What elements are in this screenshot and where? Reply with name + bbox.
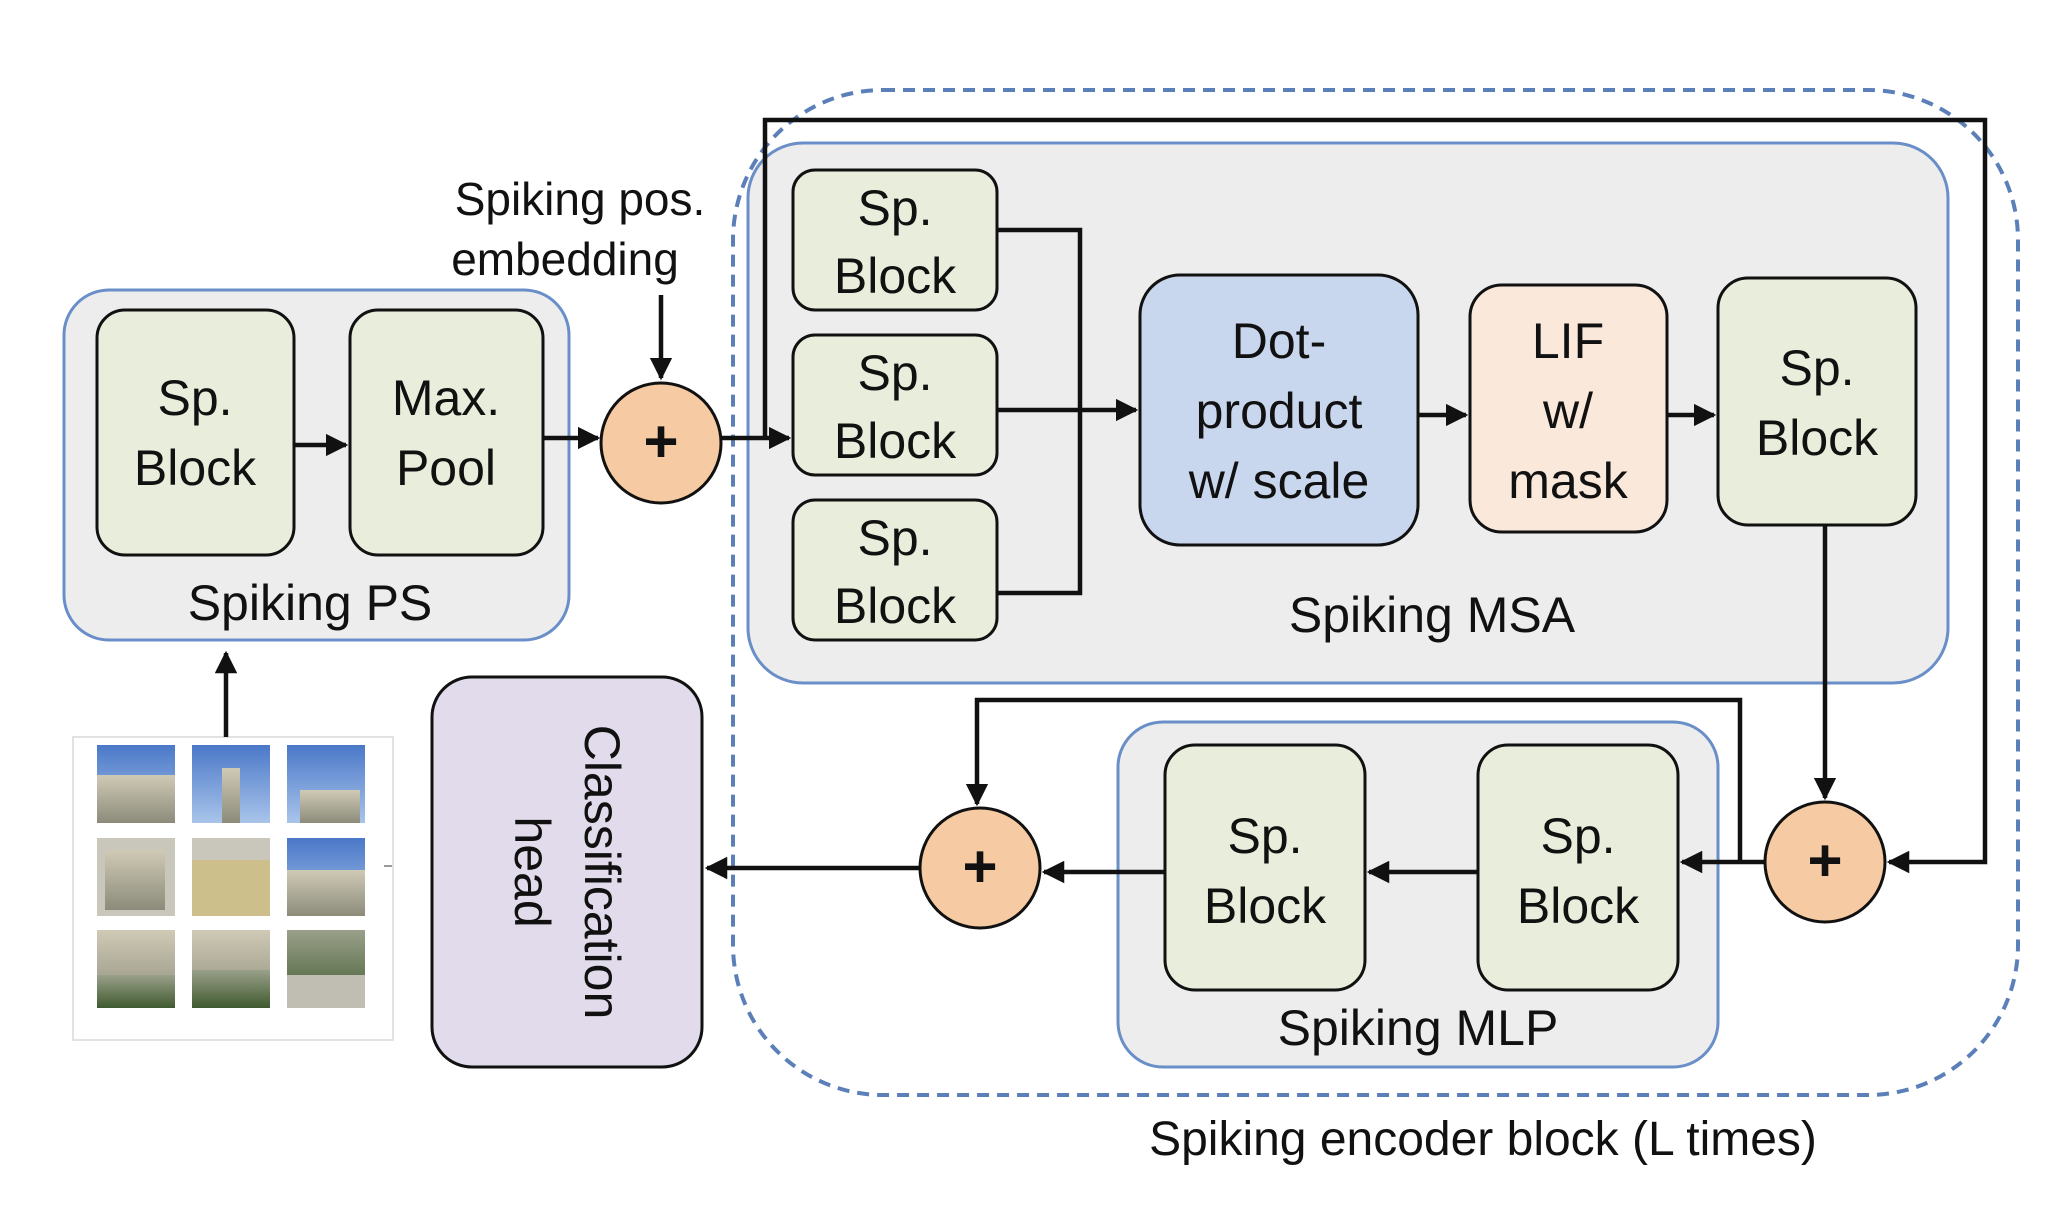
svg-text:+: + [1807, 827, 1842, 894]
svg-text:Sp.: Sp. [857, 180, 932, 236]
svg-text:Classification: Classification [574, 725, 630, 1020]
svg-text:Block: Block [1204, 878, 1327, 934]
spiking-mlp-label: Spiking MLP [1278, 1000, 1559, 1056]
encoder-block-label: Spiking encoder block (L times) [1149, 1113, 1817, 1166]
dot-product-block: Dot- product w/ scale [1138, 273, 1420, 547]
svg-text:Sp.: Sp. [1227, 808, 1302, 864]
input-image-patches [72, 736, 394, 1041]
plus-node-embedding: + [599, 381, 723, 505]
svg-text:+: + [643, 408, 678, 475]
max-pool-block: Max. Pool [348, 308, 545, 557]
mlp-right-sp-block: Sp. Block [1476, 743, 1680, 992]
pos-embedding-line2: embedding [451, 233, 679, 285]
svg-text:Pool: Pool [396, 440, 496, 496]
connectors [214, 117, 1988, 884]
svg-text:Block: Block [834, 578, 957, 634]
patch-7 [97, 930, 175, 1008]
patch-2 [192, 745, 270, 823]
svg-text:Max.: Max. [392, 370, 500, 426]
svg-text:w/: w/ [1542, 383, 1593, 439]
svg-text:Sp.: Sp. [157, 370, 232, 426]
svg-text:Block: Block [1517, 878, 1640, 934]
svg-text:w/ scale: w/ scale [1188, 453, 1370, 509]
patch-4 [97, 838, 175, 916]
patch-8 [192, 930, 270, 1008]
spiking-ps-label: Spiking PS [188, 575, 433, 631]
svg-text:Block: Block [834, 413, 957, 469]
svg-text:mask: mask [1508, 453, 1628, 509]
ps-sp-block: Sp. Block [95, 308, 296, 557]
svg-text:Block: Block [1756, 410, 1879, 466]
svg-text:Block: Block [834, 248, 957, 304]
plus-node-mlp-residual: + [918, 806, 1042, 930]
svg-text:Sp.: Sp. [1540, 808, 1615, 864]
svg-text:product: product [1196, 383, 1363, 439]
plus-node-msa-residual: + [1763, 800, 1887, 924]
pos-embedding-line1: Spiking pos. [455, 173, 706, 225]
patch-3 [287, 745, 365, 823]
patch-9 [287, 930, 365, 1008]
svg-text:Sp.: Sp. [1779, 340, 1854, 396]
lif-mask-block: LIF w/ mask [1468, 283, 1669, 534]
patch-6 [287, 838, 365, 916]
svg-text:Dot-: Dot- [1232, 313, 1326, 369]
msa-sp-block-2: Sp. Block [791, 333, 999, 477]
msa-out-sp-block: Sp. Block [1716, 276, 1918, 527]
msa-sp-block-1: Sp. Block [791, 168, 999, 312]
svg-text:LIF: LIF [1532, 313, 1604, 369]
svg-text:head: head [504, 816, 560, 927]
svg-text:Sp.: Sp. [857, 345, 932, 401]
classification-head-block: Classification head [430, 675, 704, 1069]
svg-text:Block: Block [134, 440, 257, 496]
spiking-msa-label: Spiking MSA [1289, 587, 1576, 643]
svg-text:Sp.: Sp. [857, 510, 932, 566]
svg-text:+: + [962, 833, 997, 900]
patch-5 [192, 838, 270, 916]
patch-1 [97, 745, 175, 823]
msa-sp-block-3: Sp. Block [791, 498, 999, 642]
mlp-left-sp-block: Sp. Block [1163, 743, 1367, 992]
